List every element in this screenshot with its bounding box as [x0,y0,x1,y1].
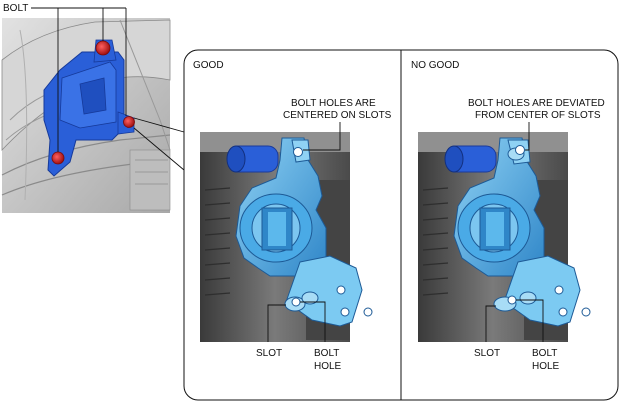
no-good-bolthole-line2: HOLE [532,361,560,372]
good-bolthole-line2: HOLE [314,361,342,372]
no-good-bolthole-line1: BOLT [532,348,557,359]
bolt-left [51,151,65,165]
good-panel: GOOD [193,60,392,372]
zoom-pointer [133,117,185,171]
overview-illustration: BOLT [1,3,185,213]
good-bolthole-leader [300,301,326,342]
no-good-note-leader [525,122,530,151]
good-slot-label: SLOT [256,348,282,359]
good-bolthole-line1: BOLT [314,348,339,359]
good-note-line2: CENTERED ON SLOTS [283,110,392,121]
bolt-right [123,116,135,128]
no-good-slot-label: SLOT [474,348,500,359]
no-good-bolthole-leader [516,299,544,342]
no-good-panel: NO GOOD [411,60,605,372]
good-note-leader [303,122,341,151]
good-heading: GOOD [193,60,224,71]
no-good-note-line2: FROM CENTER OF SLOTS [475,110,601,121]
bolt-callout-lines [31,7,127,152]
good-slot-leader [267,304,286,342]
good-note-line1: BOLT HOLES ARE [291,98,376,109]
no-good-note-line1: BOLT HOLES ARE DEVIATED [468,98,605,109]
good-mount [226,137,373,327]
no-good-mount [444,137,591,327]
bolt-callout-label: BOLT [3,3,28,14]
no-good-heading: NO GOOD [411,60,459,71]
no-good-slot-leader [485,305,496,342]
bolt-top [95,40,111,56]
